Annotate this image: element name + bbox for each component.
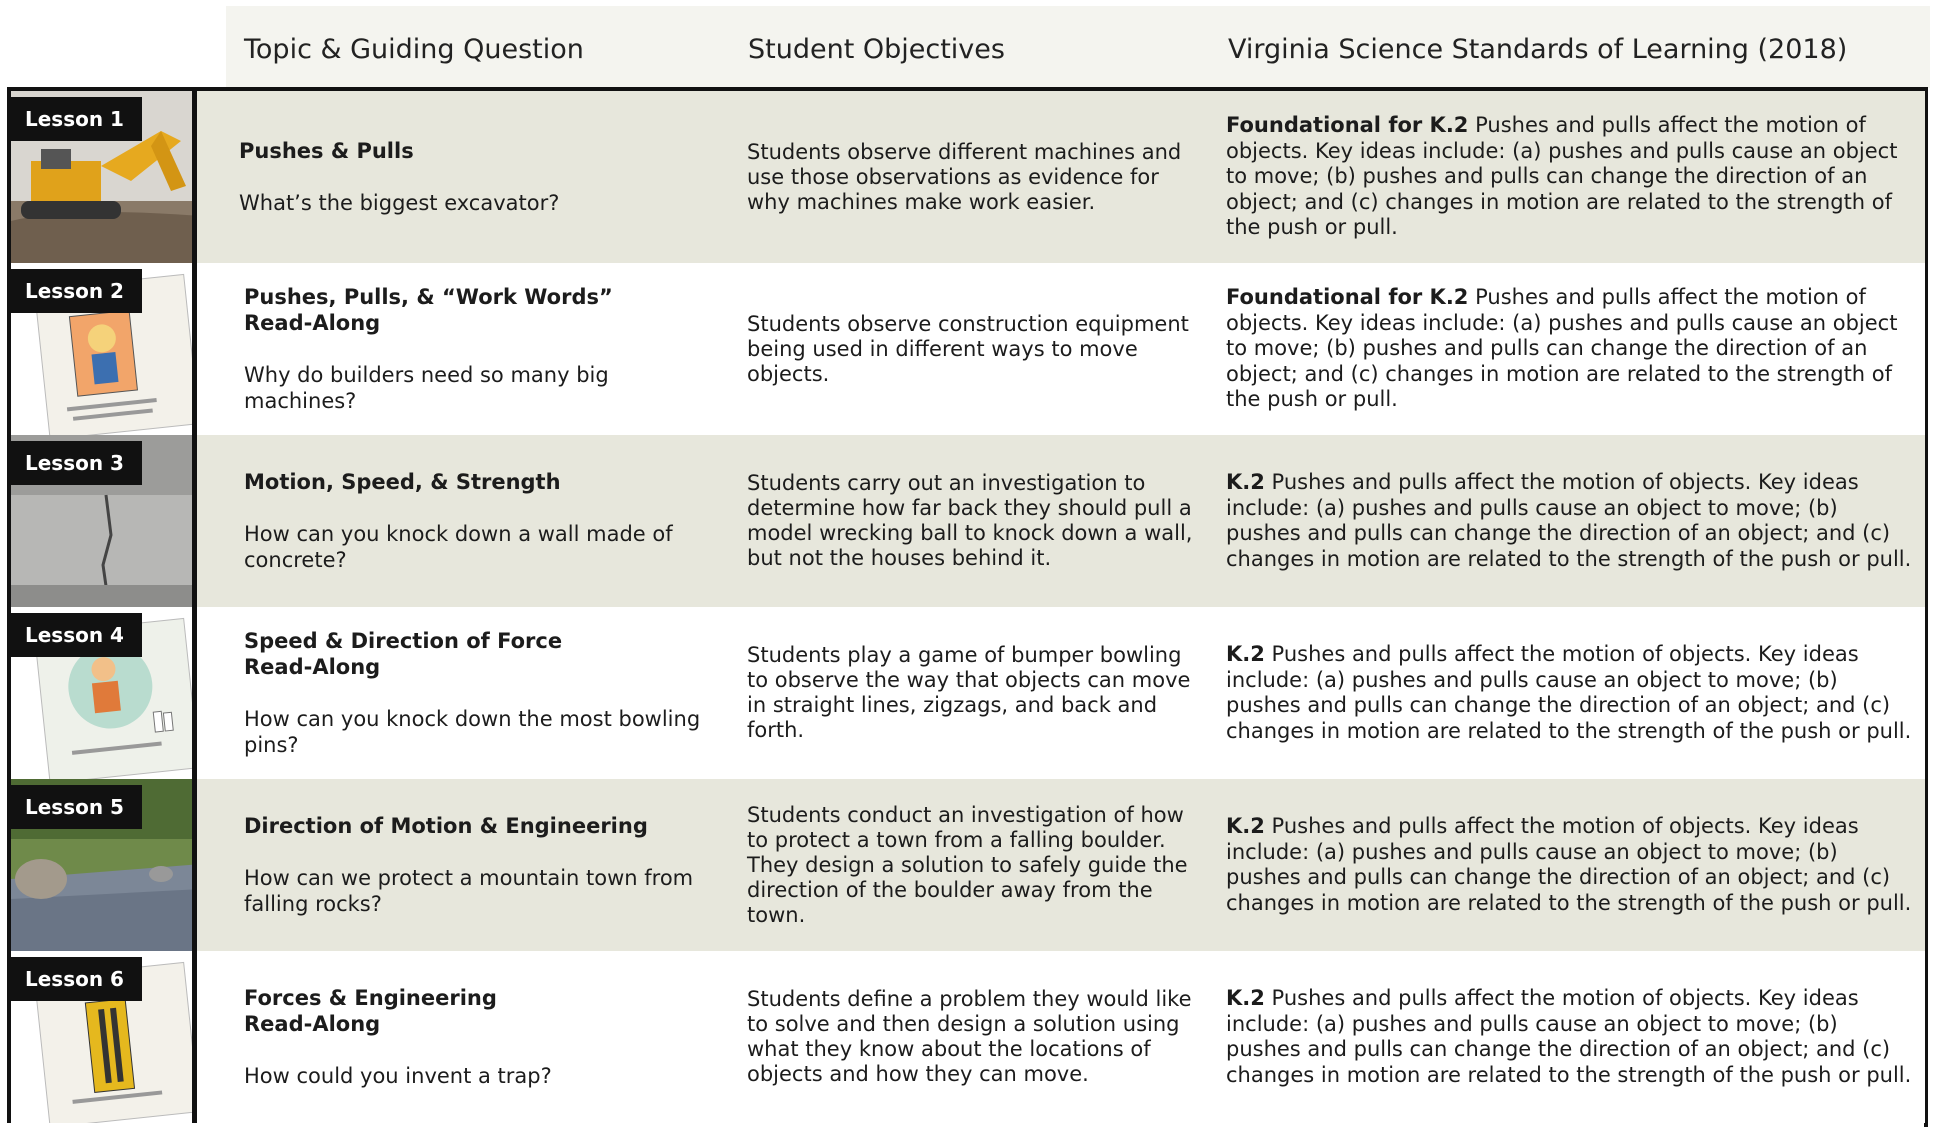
lesson-5-standard: K.2 Pushes and pulls affect the motion o… xyxy=(1226,779,1918,951)
lesson-3-tag: Lesson 3 xyxy=(7,441,142,485)
lesson-2-title: Pushes, Pulls, & “Work Words” Read-Along xyxy=(244,285,613,335)
table-row: Lesson 1 Pushes & Pulls What’s the bigge… xyxy=(7,91,1925,263)
lesson-2-standard-text: Pushes and pulls affect the motion of ob… xyxy=(1226,285,1898,412)
lesson-1-title: Pushes & Pulls xyxy=(239,139,414,163)
header-standards: Virginia Science Standards of Learning (… xyxy=(1228,34,1848,65)
table-row: Lesson 5 Direction of Motion & Engineeri… xyxy=(7,779,1925,951)
lesson-1-question: What’s the biggest excavator? xyxy=(239,191,560,215)
lesson-1-tag: Lesson 1 xyxy=(7,97,142,141)
lesson-5-objective: Students conduct an investigation of how… xyxy=(747,802,1188,927)
lesson-5-topic: Direction of Motion & Engineering How ca… xyxy=(244,779,724,951)
lesson-2-question: Why do builders need so many big machine… xyxy=(244,363,609,413)
lesson-6-objective: Students define a problem they would lik… xyxy=(747,987,1192,1086)
lesson-3-topic: Motion, Speed, & Strength How can you kn… xyxy=(244,435,724,607)
header-topic: Topic & Guiding Question xyxy=(244,34,584,65)
lesson-1-topic: Pushes & Pulls What’s the biggest excava… xyxy=(239,91,719,263)
lesson-2-standard-code: Foundational for K.2 xyxy=(1226,285,1469,310)
table-header: Topic & Guiding Question Student Objecti… xyxy=(226,6,1930,88)
lesson-3-question: How can you knock down a wall made of co… xyxy=(244,522,673,572)
lesson-2-tag: Lesson 2 xyxy=(7,269,142,313)
lesson-1-standard-text: Pushes and pulls affect the motion of ob… xyxy=(1226,113,1898,240)
lesson-4-standard-code: K.2 xyxy=(1226,642,1265,666)
table-frame xyxy=(7,87,1928,1127)
lesson-4-standard: K.2 Pushes and pulls affect the motion o… xyxy=(1226,607,1918,779)
lesson-4-topic: Speed & Direction of Force Read-Along Ho… xyxy=(244,607,724,779)
lesson-6-topic: Forces & Engineering Read-Along How coul… xyxy=(244,951,724,1123)
lesson-1-objective: Students observe different machines and … xyxy=(747,139,1182,214)
lesson-6-question: How could you invent a trap? xyxy=(244,1064,552,1088)
table-row: Lesson 3 Motion, Speed, & Strength How c… xyxy=(7,435,1925,607)
lesson-5-question: How can we protect a mountain town from … xyxy=(244,866,694,916)
lesson-3-title: Motion, Speed, & Strength xyxy=(244,470,561,494)
lesson-3-objective: Students carry out an investigation to d… xyxy=(747,471,1193,570)
lesson-1-standard-code: Foundational for K.2 xyxy=(1226,113,1469,138)
lesson-6-tag: Lesson 6 xyxy=(7,957,142,1001)
lesson-3-standard: K.2 Pushes and pulls affect the motion o… xyxy=(1226,435,1918,607)
lesson-4-title: Speed & Direction of Force Read-Along xyxy=(244,629,563,679)
lesson-4-standard-text: Pushes and pulls affect the motion of ob… xyxy=(1226,642,1912,743)
lesson-2-objective: Students observe construction equipment … xyxy=(747,311,1189,386)
lesson-4-question: How can you knock down the most bowling … xyxy=(244,707,701,757)
lesson-4-tag: Lesson 4 xyxy=(7,613,142,657)
lesson-6-standard-code: K.2 xyxy=(1226,986,1265,1010)
lesson-6-title: Forces & Engineering Read-Along xyxy=(244,986,497,1036)
lesson-5-standard-code: K.2 xyxy=(1226,814,1265,838)
table-row: Lesson 4 Speed & Direction of Force Read… xyxy=(7,607,1925,779)
lesson-4-objective: Students play a game of bumper bowling t… xyxy=(747,643,1191,742)
lesson-5-title: Direction of Motion & Engineering xyxy=(244,814,648,838)
header-objectives: Student Objectives xyxy=(748,34,1005,65)
lesson-5-standard-text: Pushes and pulls affect the motion of ob… xyxy=(1226,814,1912,915)
table-row: Lesson 2 Pushes, Pulls, & “Work Words” R… xyxy=(7,263,1925,435)
lesson-5-tag: Lesson 5 xyxy=(7,785,142,829)
lesson-3-standard-code: K.2 xyxy=(1226,470,1265,494)
lesson-6-standard-text: Pushes and pulls affect the motion of ob… xyxy=(1226,986,1912,1087)
lesson-2-standard: Foundational for K.2 Pushes and pulls af… xyxy=(1226,263,1918,435)
table-row: Lesson 6 Forces & Engineering Read-Along… xyxy=(7,951,1925,1123)
lesson-2-topic: Pushes, Pulls, & “Work Words” Read-Along… xyxy=(244,263,724,435)
lesson-1-standard: Foundational for K.2 Pushes and pulls af… xyxy=(1226,91,1918,263)
lesson-6-standard: K.2 Pushes and pulls affect the motion o… xyxy=(1226,951,1918,1123)
lesson-3-standard-text: Pushes and pulls affect the motion of ob… xyxy=(1226,470,1912,571)
